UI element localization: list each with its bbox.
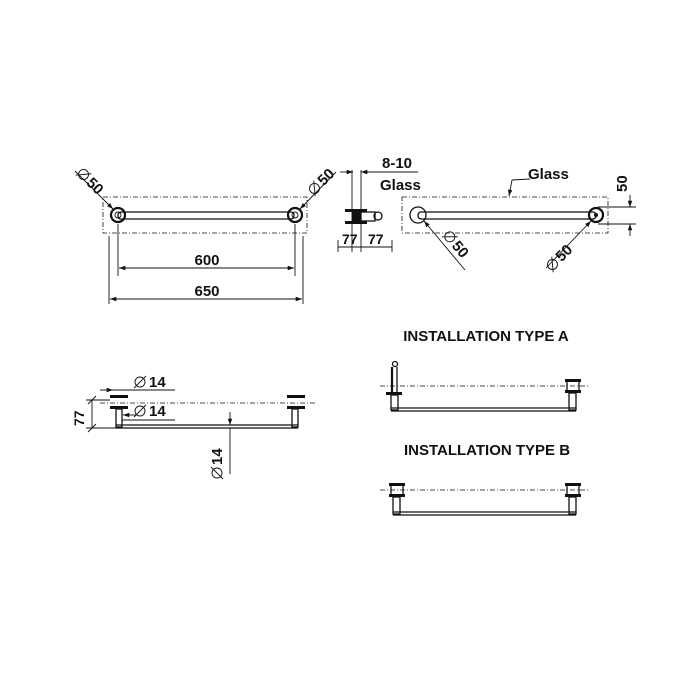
installation-a-title: INSTALLATION TYPE A [403,328,569,345]
right-diameter-label: 50 [309,165,338,197]
right-bracket [286,206,304,224]
glass-thickness-value: 8-10 [382,155,412,172]
right-height-value: 50 [614,175,631,192]
towel-bar [117,211,295,220]
installation-type-a: INSTALLATION TYPE A [380,328,590,412]
outer-dimension-value: 650 [194,283,219,300]
left-diameter-leader [74,170,114,210]
top-view-right: Glass 50 50 50 [401,166,636,273]
front-height-value: 77 [71,410,87,426]
front-view: 77 14 14 14 [71,374,315,480]
inner-dimension-value: 600 [194,252,219,269]
side-detail: 8-10 Glass 77 77 [337,155,421,252]
installation-b-title: INSTALLATION TYPE B [404,442,570,459]
glass-outline-right [401,196,609,234]
side-left-value: 77 [342,231,358,247]
front-top-diameter-value: 14 [149,374,166,391]
installation-type-b: INSTALLATION TYPE B [380,442,590,516]
right-glass-label: Glass [528,166,569,183]
front-mid-diameter-value: 14 [149,403,166,420]
side-glass-label: Glass [380,177,421,194]
right-right-diameter-label: 50 [547,241,576,273]
glass-outline [102,196,308,234]
front-bar-diameter-value: 14 [209,448,226,465]
top-view: 50 50 600 650 [74,165,338,304]
left-bracket [109,206,127,224]
left-diameter-label: 50 [75,169,107,198]
right-diameter-leader [299,171,337,210]
side-right-value: 77 [368,231,384,247]
